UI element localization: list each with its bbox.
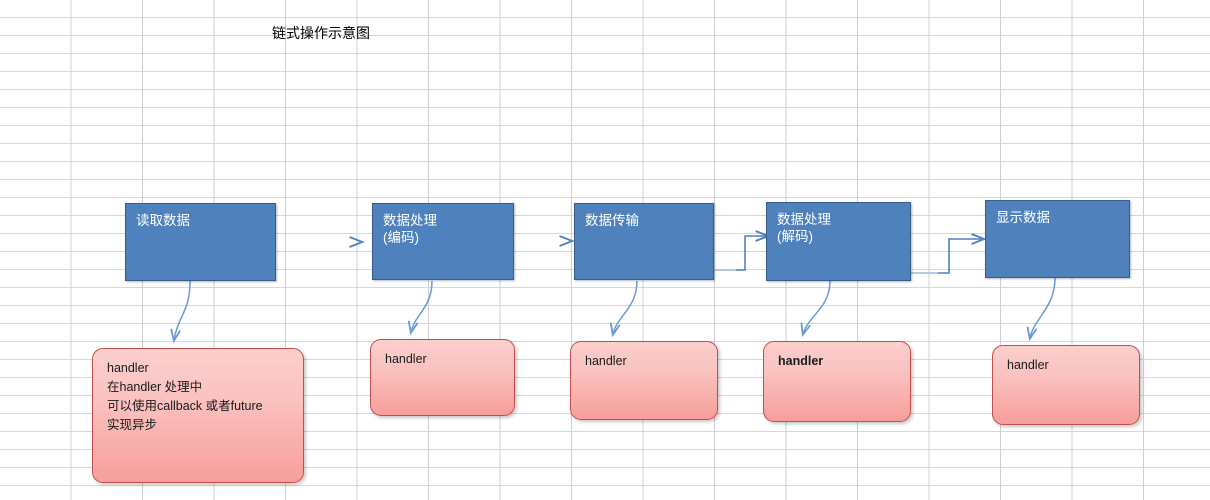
process-node-label-line1: 数据处理 xyxy=(777,212,831,227)
process-node-label-line2: (解码) xyxy=(777,229,813,244)
handler-label-line3: 可以使用callback 或者future xyxy=(107,399,263,413)
process-node-label-line1: 显示数据 xyxy=(996,210,1050,225)
diagram-title: 链式操作示意图 xyxy=(272,25,370,41)
process-node-label-line2: (编码) xyxy=(383,230,419,245)
handler-label-line1: handler xyxy=(107,361,149,375)
process-node-label-line1: 数据处理 xyxy=(383,213,437,228)
process-node-label-line1: 读取数据 xyxy=(136,213,190,228)
handler-node-display[interactable]: handler xyxy=(992,345,1140,425)
process-node-transmit[interactable]: 数据传输 xyxy=(574,203,714,280)
handler-node-read[interactable]: handler 在handler 处理中 可以使用callback 或者futu… xyxy=(92,348,304,483)
handler-label-line1: handler xyxy=(385,352,427,366)
handler-label-line1: handler xyxy=(1007,358,1049,372)
process-node-encode[interactable]: 数据处理 (编码) xyxy=(372,203,514,280)
handler-label-line1: handler xyxy=(778,354,824,368)
handler-node-encode[interactable]: handler xyxy=(370,339,515,416)
process-node-read-data[interactable]: 读取数据 xyxy=(125,203,276,281)
process-node-decode[interactable]: 数据处理 (解码) xyxy=(766,202,911,281)
process-node-label-line1: 数据传输 xyxy=(585,213,639,228)
handler-label-line4: 实现异步 xyxy=(107,418,158,432)
handler-node-transmit[interactable]: handler xyxy=(570,341,718,420)
handler-label-line2: 在handler 处理中 xyxy=(107,380,203,394)
process-node-display-data[interactable]: 显示数据 xyxy=(985,200,1130,278)
handler-label-line1: handler xyxy=(585,354,627,368)
handler-node-decode[interactable]: handler xyxy=(763,341,911,422)
